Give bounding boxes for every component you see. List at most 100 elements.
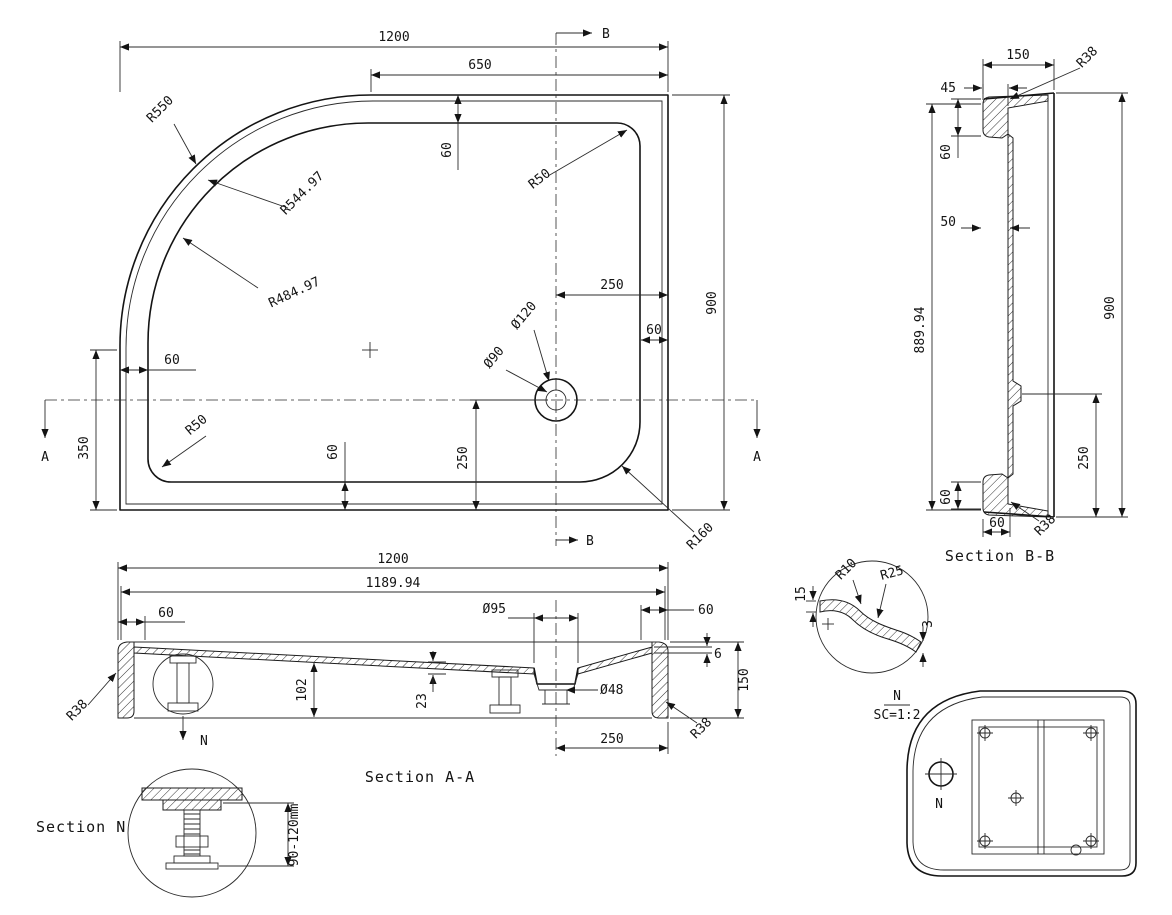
bottom-view: N — [906, 690, 1137, 877]
section-aa-dimension-lines — [87, 562, 744, 754]
section-aa-label: Section A-A — [365, 768, 475, 786]
bb-depth: 150 — [1006, 48, 1029, 63]
bottom-screw-marks — [977, 725, 1099, 849]
bottom-overflow-circle — [1070, 844, 1082, 856]
section-n-view: Section N 90-120mm — [36, 768, 302, 898]
aa-floor-t: 6 — [714, 647, 722, 662]
aa-off-left: 60 — [158, 606, 174, 621]
plan-r-outer: R550 — [144, 93, 177, 126]
aa-height-inner: 102 — [295, 678, 310, 701]
n-base-foot — [165, 862, 219, 870]
bb-rim-top: 60 — [939, 144, 954, 160]
section-b-marker-top: B — [602, 27, 610, 42]
section-bb-profile — [982, 92, 1055, 518]
bottom-inner-outline — [912, 696, 1131, 871]
edge-detail-scale: SC=1:2 — [874, 708, 921, 723]
aa-detail-marker: N — [200, 734, 208, 749]
bottom-frame-brace — [1037, 720, 1045, 854]
bb-top-rim-section — [982, 94, 1049, 139]
plan-off-right: 60 — [646, 323, 662, 338]
edge-detail-profile — [819, 599, 922, 653]
aa-drain-depth: 23 — [415, 693, 430, 709]
aa-left-skirt-section — [117, 641, 135, 719]
bb-outer-height: 900 — [1103, 296, 1118, 319]
plan-view: B B A A 1200 650 900 60 R50 250 60 Ø120 … — [41, 27, 761, 553]
plan-drain-from-bottom: 250 — [456, 446, 471, 469]
aa-right-skirt-section — [651, 641, 669, 719]
bb-wall: 50 — [940, 215, 956, 230]
edge-detail-name: N — [893, 689, 901, 704]
plan-off-left: 60 — [164, 353, 180, 368]
plan-off-top: 60 — [440, 142, 455, 158]
plan-r-mid: R544.97 — [278, 169, 327, 218]
n-lock-nut — [175, 835, 209, 848]
bb-r-rim-top: R38 — [1074, 44, 1101, 71]
plan-dim-height: 900 — [705, 291, 720, 314]
aa-floor-left-section — [133, 646, 535, 675]
aa-drain-from-right: 250 — [600, 732, 623, 747]
plan-section-markers: B B A A — [41, 27, 761, 549]
aa-drain-d-top: Ø95 — [483, 602, 506, 617]
plan-centerlines — [45, 33, 757, 546]
edge-detail-view: 15 R10 R25 3 N SC=1:2 — [794, 556, 936, 723]
edge-detail-dimension-lines — [806, 579, 927, 706]
bb-rim-bottom-w: 60 — [989, 516, 1005, 531]
aa-off-right: 60 — [698, 603, 714, 618]
bb-bottom-edge — [983, 511, 1055, 518]
edge-t3: 3 — [921, 620, 936, 628]
plan-basin-outline — [147, 122, 641, 483]
plan-center-mark — [362, 342, 378, 358]
bottom-outer-outline — [906, 690, 1137, 877]
section-bb-dimension-lines — [926, 59, 1128, 537]
plan-drain-d-outer: Ø120 — [509, 299, 541, 333]
bb-bottom-rim-section — [982, 473, 1049, 518]
bb-drain-from-bottom: 250 — [1077, 446, 1092, 469]
section-aa-profile — [117, 641, 669, 719]
plan-r-corner-br: R160 — [684, 520, 717, 553]
edge-r10: R10 — [833, 556, 860, 583]
edge-h15: 15 — [794, 586, 809, 602]
section-n-label: Section N — [36, 818, 126, 836]
bottom-drain-centerlines — [925, 758, 957, 790]
section-a-marker-left: A — [41, 450, 49, 465]
aa-foot-detail-callout-circle — [152, 653, 214, 715]
section-n-circle — [127, 768, 257, 898]
aa-dim-width: 1200 — [377, 552, 408, 567]
plan-dim-top-offset: 650 — [468, 58, 491, 73]
aa-r-right: R38 — [688, 715, 715, 742]
n-bracket — [162, 799, 222, 811]
plan-leader-lines — [161, 123, 695, 533]
section-b-marker-bottom: B — [586, 534, 594, 549]
section-bb-label: Section B-B — [945, 547, 1055, 565]
bb-floor-section — [1007, 132, 1022, 480]
aa-drain-d-pipe: Ø48 — [600, 683, 623, 698]
n-threaded-rod — [183, 809, 201, 857]
aa-floor-right-section — [577, 646, 653, 675]
plan-off-bottom: 60 — [326, 444, 341, 460]
n-foot-range: 90-120mm — [287, 804, 302, 867]
n-floor-section — [141, 787, 243, 801]
aa-height: 150 — [737, 668, 752, 691]
aa-foot-right — [489, 669, 521, 714]
n-thread-ticks — [184, 813, 200, 855]
plan-drain-from-right: 250 — [600, 278, 623, 293]
section-aa-texts: 1200 1189.94 60 Ø95 60 6 102 23 Ø48 150 … — [64, 552, 752, 786]
plan-drain-d-inner: Ø90 — [481, 344, 508, 372]
plan-dim-width: 1200 — [378, 30, 409, 45]
bb-lip: 45 — [940, 81, 956, 96]
plan-dimension-texts: 1200 650 900 60 R50 250 60 Ø120 Ø90 R550… — [77, 30, 720, 553]
section-n-dimension-lines — [219, 802, 294, 867]
plan-rim-outline — [125, 100, 663, 505]
n-base-plate — [173, 855, 211, 864]
plan-r-inner: R484.97 — [267, 274, 323, 311]
bottom-drain-marker: N — [935, 797, 943, 812]
edge-detail-circle — [815, 560, 929, 674]
bb-rim-bottom-h: 60 — [939, 489, 954, 505]
bb-inner-height: 889.94 — [913, 306, 928, 353]
edge-detail-center-mark — [822, 618, 834, 630]
plan-r-corner-bottom: R50 — [183, 412, 211, 439]
section-aa-view: 1200 1189.94 60 Ø95 60 6 102 23 Ø48 150 … — [64, 552, 752, 786]
aa-drain-recess-inner — [533, 673, 579, 691]
section-bb-view: 150 45 R38 60 50 889.94 900 250 60 60 R3… — [913, 44, 1128, 565]
